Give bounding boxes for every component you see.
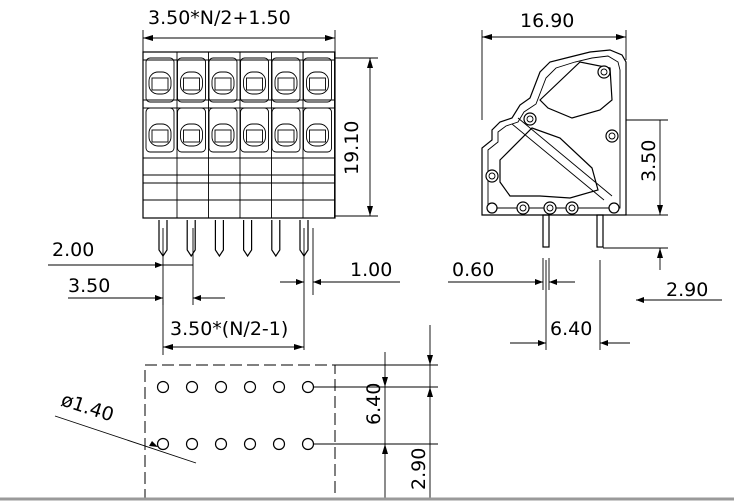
dim-pin-a: 2.00 bbox=[52, 239, 94, 261]
dim-top-width: 3.50*N/2+1.50 bbox=[148, 7, 291, 29]
dim-side-width: 16.90 bbox=[520, 10, 574, 32]
dim-pin-length: 2.90 bbox=[666, 279, 708, 301]
dim-pcb-row: 6.40 bbox=[363, 383, 385, 425]
dim-front-height: 19.10 bbox=[341, 121, 363, 175]
dim-span: 3.50*(N/2-1) bbox=[170, 318, 288, 340]
dim-pin-width-side: 0.60 bbox=[452, 259, 494, 281]
pcb-layout-view: 6.40 2.90 ø1.40 bbox=[54, 325, 438, 499]
dim-side-offset: 3.50 bbox=[638, 140, 660, 182]
dim-pin-spacing: 6.40 bbox=[550, 318, 592, 340]
side-view: 16.90 3.50 2.90 bbox=[448, 10, 722, 350]
dim-hole-diameter: ø1.40 bbox=[58, 389, 116, 427]
front-view: 3.50*N/2+1.50 19.10 2.00 3.50 bbox=[48, 7, 400, 355]
dim-pin-width: 1.00 bbox=[350, 259, 392, 281]
dim-pcb-edge: 2.90 bbox=[408, 448, 430, 490]
dim-pin-pitch: 3.50 bbox=[68, 275, 110, 297]
